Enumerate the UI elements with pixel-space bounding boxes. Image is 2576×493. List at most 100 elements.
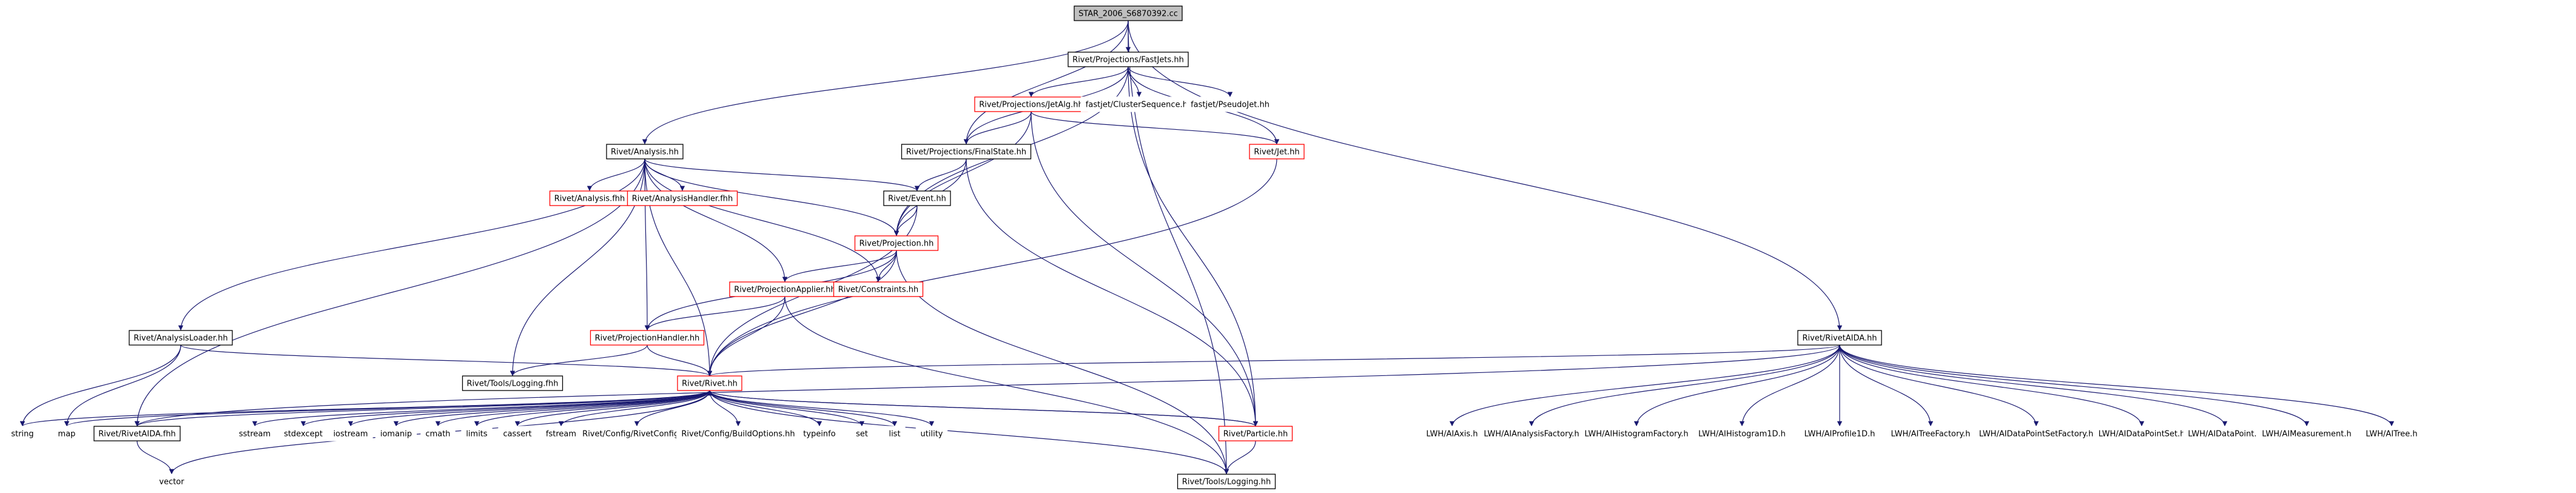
- node-box: [1693, 426, 1791, 441]
- node-box: [901, 144, 1032, 159]
- node-fstream: fstream: [540, 426, 582, 441]
- node-label: Rivet/Rivet.hh: [682, 380, 738, 389]
- node-rivetaidafhh[interactable]: Rivet/RivetAIDA.fhh: [93, 426, 181, 441]
- edge-rivetaidafhh-to-vector: [136, 440, 175, 475]
- node-clusterseq: fastjet/ClusterSequence.hh: [1080, 96, 1198, 112]
- edge-root-to-logginghh: [1128, 20, 1229, 475]
- node-box: [1177, 474, 1276, 489]
- node-analysisloader[interactable]: Rivet/AnalysisLoader.hh: [129, 330, 233, 346]
- node-box: [2183, 426, 2267, 441]
- node-box: [462, 375, 563, 391]
- node-box: [627, 190, 738, 206]
- edge-analysis-to-projection: [644, 158, 900, 236]
- node-label: Rivet/Tools/Logging.hh: [1182, 478, 1271, 487]
- node-rivethh[interactable]: Rivet/Rivet.hh: [677, 375, 742, 391]
- edge-rivethh-to-cassert: [514, 390, 710, 427]
- node-label: Rivet/Analysis.fhh: [554, 195, 625, 204]
- edge-analysis-to-analysisloader: [178, 158, 645, 331]
- node-projapplier[interactable]: Rivet/ProjectionApplier.hh: [729, 281, 841, 297]
- node-sstream: sstream: [234, 426, 276, 441]
- node-box: [328, 426, 373, 441]
- node-label: LWH/AIDataPointSet.h: [2099, 430, 2185, 439]
- edge-rivethh-to-set: [709, 390, 865, 427]
- node-box: [498, 426, 537, 441]
- edge-rivetaida-to-lwhtree: [1839, 344, 2395, 427]
- node-label: LWH/AIDataPoint.h: [2188, 430, 2261, 439]
- node-label: Rivet/Projections/JetAlg.hh: [979, 101, 1083, 110]
- node-rivetaida[interactable]: Rivet/RivetAIDA.hh: [1797, 330, 1882, 346]
- edge-root-to-finalstate: [963, 20, 1129, 145]
- node-box: [1218, 426, 1293, 441]
- edge-root-to-rivetaida: [1128, 20, 1843, 331]
- node-loggingfhh[interactable]: Rivet/Tools/Logging.fhh: [462, 375, 563, 391]
- node-lwhaxis: LWH/AIAxis.h: [1421, 426, 1483, 441]
- node-typeinfo: typeinfo: [798, 426, 841, 441]
- edge-rivethh-to-iomanip: [393, 390, 710, 427]
- node-box: [154, 474, 189, 489]
- node-label: Rivet/Constraints.hh: [838, 286, 919, 295]
- node-analysis[interactable]: Rivet/Analysis.hh: [606, 144, 684, 159]
- edge-rivethh-to-string: [20, 390, 710, 427]
- node-label: string: [11, 430, 33, 439]
- node-particle[interactable]: Rivet/Particle.hh: [1218, 426, 1293, 441]
- edge-analysis-to-projhandler: [644, 158, 650, 331]
- node-projhandler[interactable]: Rivet/ProjectionHandler.hh: [590, 330, 705, 346]
- node-jet[interactable]: Rivet/Jet.hh: [1249, 144, 1305, 159]
- node-lwhanafac: LWH/AIAnalysisFactory.h: [1479, 426, 1584, 441]
- node-analysisfhh[interactable]: Rivet/Analysis.fhh: [549, 190, 630, 206]
- node-label: LWH/AIDataPointSetFactory.h: [1979, 430, 2093, 439]
- node-analysishandler[interactable]: Rivet/AnalysisHandler.fhh: [627, 190, 738, 206]
- node-box: [798, 426, 841, 441]
- edge-rivetaida-to-lwhanafac: [1528, 344, 1840, 427]
- node-finalstate[interactable]: Rivet/Projections/FinalState.hh: [901, 144, 1032, 159]
- node-box: [915, 426, 948, 441]
- node-logginghh[interactable]: Rivet/Tools/Logging.hh: [1177, 474, 1276, 489]
- node-label: Rivet/Analysis.hh: [611, 148, 679, 157]
- node-lwhhist1d: LWH/AIHistogram1D.h: [1693, 426, 1791, 441]
- node-root[interactable]: STAR_2006_S6870392.cc: [1074, 5, 1183, 21]
- node-box: [53, 426, 81, 441]
- node-label: Rivet/Projection.hh: [859, 240, 934, 249]
- edge-rivethh-to-sstream: [252, 390, 710, 427]
- edge-rivetaida-to-lwhaxis: [1449, 344, 1840, 427]
- node-box: [375, 426, 417, 441]
- node-box: [1479, 426, 1584, 441]
- node-label: Rivet/Tools/Logging.fhh: [467, 380, 559, 389]
- node-box: [540, 426, 582, 441]
- node-box: [1249, 144, 1305, 159]
- edge-projhandler-to-rivethh: [647, 344, 713, 377]
- edge-rivetaida-to-lwhhistfac: [1633, 344, 1840, 427]
- node-label: LWH/AIProfile1D.h: [1804, 430, 1875, 439]
- node-fastjets[interactable]: Rivet/Projections/FastJets.hh: [1068, 52, 1189, 67]
- edge-rivetaida-to-rivetaidafhh: [135, 344, 1840, 427]
- node-box: [677, 375, 742, 391]
- edge-particle-to-logginghh: [1223, 440, 1256, 475]
- node-label: Rivet/Particle.hh: [1223, 430, 1288, 439]
- node-vector: vector: [154, 474, 189, 489]
- node-set: set: [851, 426, 873, 441]
- node-label: utility: [921, 430, 943, 439]
- node-box: [234, 426, 276, 441]
- node-box: [1799, 426, 1880, 441]
- edge-rivethh-to-rivetconfig: [634, 390, 710, 427]
- node-projection[interactable]: Rivet/Projection.hh: [854, 235, 939, 251]
- edge-event-to-projection: [893, 205, 918, 236]
- edge-fastjets-to-pseudojet: [1128, 66, 1233, 98]
- edge-analysisloader-to-rivethh: [180, 344, 712, 377]
- edge-rivetaida-to-lwhhist1d: [1739, 344, 1840, 427]
- node-lwhdp: LWH/AIDataPoint.h: [2183, 426, 2267, 441]
- edge-fastjets-to-particle: [1128, 66, 1259, 427]
- edge-jetalg-to-jet: [1031, 111, 1280, 145]
- node-label: LWH/AITreeFactory.h: [1891, 430, 1971, 439]
- node-constraints[interactable]: Rivet/Constraints.hh: [833, 281, 924, 297]
- node-lwhdps: LWH/AIDataPointSet.h: [2093, 426, 2190, 441]
- edge-jetalg-to-finalstate: [963, 111, 1032, 145]
- node-jetalg[interactable]: Rivet/Projections/JetAlg.hh: [974, 96, 1088, 112]
- node-label: set: [856, 430, 868, 439]
- node-event[interactable]: Rivet/Event.hh: [883, 190, 951, 206]
- edge-rivethh-to-fstream: [558, 390, 710, 427]
- edge-analysisloader-to-map: [64, 344, 181, 427]
- edge-finalstate-to-event: [914, 158, 967, 192]
- edge-rivetaida-to-rivethh: [707, 344, 1840, 377]
- edge-jetalg-to-projection: [893, 111, 1032, 236]
